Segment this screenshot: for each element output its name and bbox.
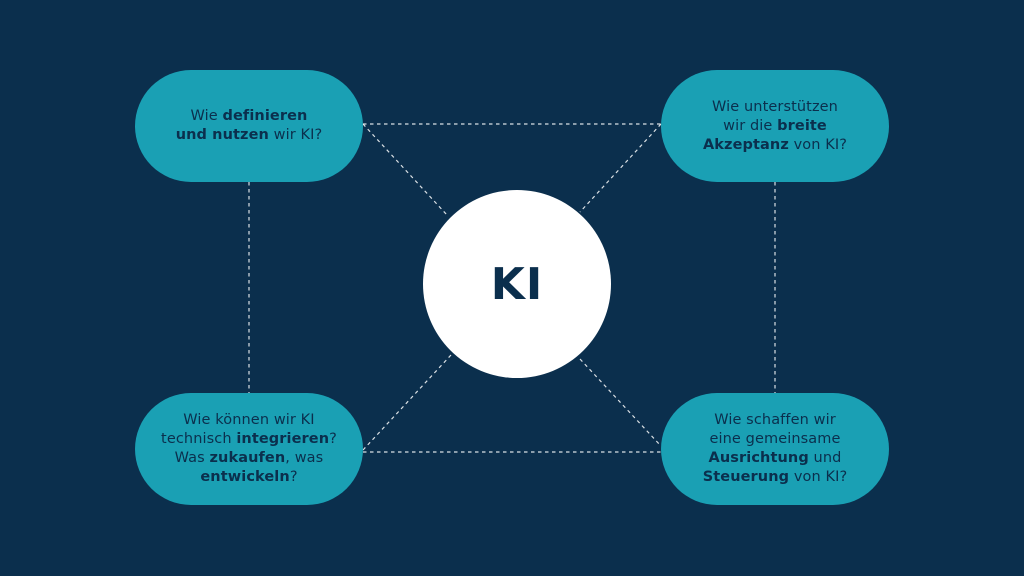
node-text-line: wir die breite	[703, 117, 847, 136]
node-text-segment: Was	[174, 450, 210, 466]
node-text-segment: Wie schaffen wir	[714, 412, 836, 428]
connector-diagonal-top-right	[579, 123, 662, 213]
node-text-segment: und	[808, 450, 842, 466]
node-text-emphasis: entwickeln	[200, 469, 290, 485]
node-text-segment: , was	[285, 450, 324, 466]
node-text-segment: Wie	[190, 108, 223, 124]
node-text-line: Wie können wir KI	[161, 411, 337, 430]
node-text-emphasis: definieren	[222, 108, 308, 124]
node-text-emphasis: breite	[777, 117, 827, 134]
node-text-line: technisch integrieren?	[161, 430, 337, 449]
node-text-emphasis: Akzeptanz	[702, 136, 789, 153]
node-text-segment: ?	[289, 469, 298, 485]
node-text-segment: wir KI?	[268, 127, 323, 143]
node-text-segment: von KI?	[788, 136, 848, 153]
node-text-segment: technisch	[161, 431, 237, 447]
node-text-segment: Wie unterstützen	[712, 98, 838, 115]
node-text-emphasis: und nutzen	[175, 127, 269, 143]
node-text-line: entwickeln?	[161, 468, 337, 487]
center-node: KI	[423, 190, 611, 378]
node-text-segment: wir die	[723, 117, 778, 134]
node-text-line: Wie unterstützen	[703, 98, 847, 117]
node-text-line: Wie schaffen wir	[703, 411, 848, 430]
node-text-line: Akzeptanz von KI?	[703, 136, 847, 155]
center-label: KI	[490, 258, 544, 310]
connector-diagonal-bottom-right	[579, 358, 662, 447]
node-text-segment: Wie können wir KI	[183, 412, 315, 428]
node-text-segment: ?	[329, 431, 337, 447]
node-text-line: und nutzen wir KI?	[176, 126, 323, 145]
node-text-emphasis: zukaufen	[209, 450, 286, 466]
node-text-line: Was zukaufen, was	[161, 449, 337, 468]
node-text-line: Steuerung von KI?	[703, 468, 848, 487]
node-text-segment: von KI?	[789, 469, 848, 485]
node-text-emphasis: Ausrichtung	[708, 450, 809, 466]
node-text-emphasis: integrieren	[236, 431, 330, 447]
connector-diagonal-top-left	[362, 123, 448, 216]
connector-diagonal-bottom-left	[362, 354, 452, 451]
node-text-line: Ausrichtung und	[703, 449, 848, 468]
node-text-line: eine gemeinsame	[703, 430, 848, 449]
node-text-segment: eine gemeinsame	[709, 431, 841, 447]
node-text-line: Wie definieren	[176, 107, 323, 126]
node-text-emphasis: Steuerung	[702, 469, 790, 485]
